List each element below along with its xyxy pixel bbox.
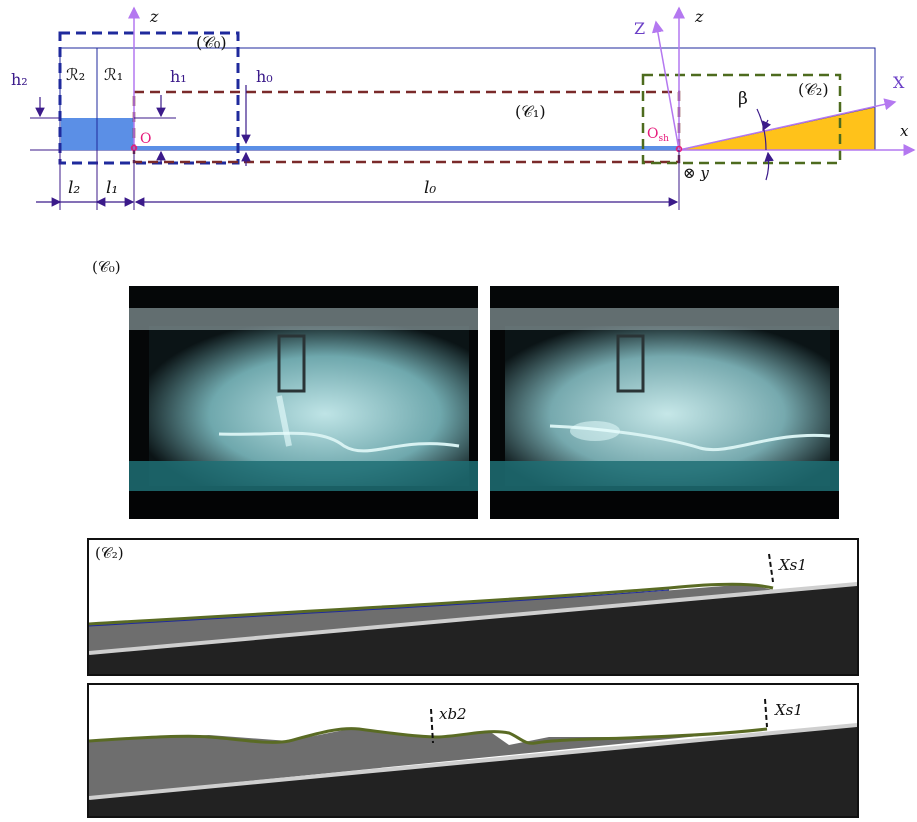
box-C0	[58, 31, 240, 165]
c2-panel-bottom: xb2 Xs1	[87, 683, 859, 818]
beta-arrow-top	[762, 119, 772, 132]
origin-label: O	[140, 131, 151, 147]
y-axis-label: ⊗ y	[683, 164, 709, 182]
c2-bottom-marker-xb2: xb2	[439, 705, 467, 723]
flume-schematic: z z Z X x ⊗ y O Osh (𝒞₀) (𝒞₁) (𝒞₂) ℛ₂ ℛ₁…	[11, 6, 916, 210]
photo-right	[490, 286, 839, 519]
Z-axis-label: Z	[634, 19, 645, 38]
l0-label: l₀	[424, 178, 436, 198]
beta-arrow-bottom	[764, 151, 774, 181]
photo-left	[129, 286, 478, 519]
c2-panel-bottom-image	[89, 698, 857, 816]
R2-label: ℛ₂	[66, 65, 85, 84]
R1-label: ℛ₁	[104, 65, 123, 84]
l1-label: l₁	[106, 178, 118, 198]
c2-panel-top-image	[89, 553, 857, 674]
z-axis-left-label: z	[149, 7, 159, 26]
z-axis-right-label: z	[694, 7, 704, 26]
h0-label: h₀	[256, 67, 273, 86]
photo-left-image	[129, 286, 478, 519]
C1-label: (𝒞₁)	[515, 102, 546, 121]
x-axis-label: x	[900, 122, 909, 140]
X-axis	[678, 98, 897, 151]
X-axis-label: X	[893, 73, 905, 92]
h2-label: h₂	[11, 70, 28, 89]
origin-sh-label: Osh	[647, 126, 669, 144]
c2-panel-top: (𝒞₂) Xs1	[87, 538, 859, 676]
c2-bottom-marker-Xs1: Xs1	[775, 701, 803, 719]
photo-right-image	[490, 286, 839, 519]
C2-label: (𝒞₂)	[798, 80, 829, 99]
h1-label: h₁	[170, 67, 187, 86]
l2-label: l₂	[68, 178, 80, 198]
box-C2	[641, 73, 842, 165]
Z-axis	[651, 20, 680, 151]
c2-top-label: (𝒞₂)	[95, 544, 124, 562]
box-C1	[132, 90, 681, 164]
photos-section-label: (𝒞₀)	[92, 258, 121, 276]
channel-water	[134, 146, 679, 150]
C0-label: (𝒞₀)	[196, 33, 227, 52]
c2-top-marker-Xs1: Xs1	[779, 556, 807, 574]
beta-label: β	[738, 89, 748, 109]
